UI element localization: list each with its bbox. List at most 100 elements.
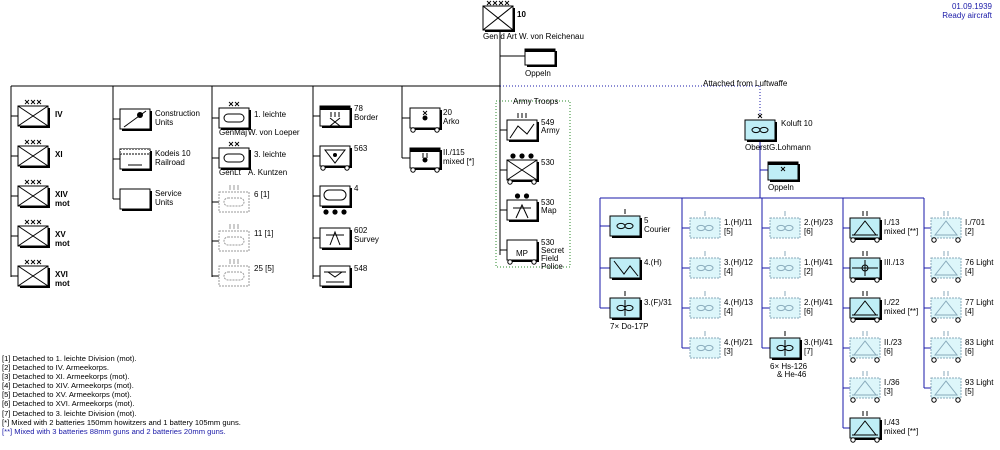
footnote: [3] Detached to XI. Armeekorps (mot). (2, 372, 130, 382)
air-unit-label: 4.(H)/13 (724, 298, 753, 307)
corps-mot: mot (55, 199, 70, 208)
army-troop-label: 549 (541, 118, 555, 127)
wheel (434, 167, 440, 173)
flak-label: I./13 (884, 218, 900, 227)
propeller-icon (784, 304, 794, 312)
air-unit-label: [6] (804, 227, 813, 236)
echelon-mark (341, 209, 347, 215)
air-unit-label: 4.(H) (644, 258, 662, 267)
echelon-mark (514, 193, 521, 199)
army-troops-title: Army Troops (513, 97, 558, 106)
division-label: 3. leichte (254, 150, 287, 159)
air-unit-label: [3] (724, 347, 733, 356)
wheel (955, 357, 961, 363)
echelon-mark (24, 99, 30, 105)
railroad-bar (119, 148, 151, 155)
footnote: [1] Detached to 1. leichte Division (mot… (2, 354, 137, 363)
army-troop-label: Secret (541, 246, 565, 255)
footnote: [2] Detached to IV. Armeekorps. (2, 363, 109, 373)
unit-symbol (218, 147, 250, 169)
signal-icon (509, 123, 535, 139)
artillery-label: mixed [*] (443, 157, 474, 166)
artillery-label: 20 (443, 108, 452, 117)
air-unit-label: 2.(H)/23 (804, 218, 833, 227)
corps-number: XI (55, 150, 63, 159)
flak-label: [6] (965, 347, 974, 356)
border-bar (320, 106, 350, 110)
echelon-mark (36, 99, 42, 105)
border-label: 602 (354, 226, 368, 235)
propeller-icon (624, 222, 634, 230)
hq-rank: Gen d Art (483, 32, 518, 41)
wheel (850, 437, 856, 443)
air-unit-label: 2.(H)/41 (804, 298, 833, 307)
army-troops-frame (495, 100, 571, 268)
armor-icon (223, 271, 245, 281)
detached-label: 6 [1] (254, 190, 270, 199)
kofluft-location: Oppeln (768, 183, 794, 192)
wheel (955, 397, 961, 403)
wheel (955, 277, 961, 283)
echelon-mark (30, 99, 36, 105)
flak-symbol (930, 377, 962, 399)
detached-label: 11 [1] (254, 229, 273, 238)
echelon-mark (24, 219, 30, 225)
border-label: 548 (354, 264, 368, 273)
flak-icon (852, 220, 878, 236)
infantry-cross (17, 225, 49, 247)
echelon-mark (234, 101, 240, 107)
division-commander: A. Kuntzen (248, 168, 287, 177)
wheel (874, 237, 880, 243)
division-rank: GenLt (219, 168, 242, 177)
date-text: 01.09.1939 (951, 2, 992, 11)
unit-symbol (218, 107, 250, 129)
flak-label: mixed [**] (884, 307, 918, 316)
wheel (931, 317, 937, 323)
echelon-mark (523, 193, 530, 199)
army-troop-label: Police (541, 262, 563, 271)
detached-symbol (218, 191, 250, 213)
air-unit-note: 6× Hs-126 (770, 362, 808, 371)
propeller-icon (784, 264, 794, 272)
unit-symbol (506, 199, 538, 221)
wheel (955, 317, 961, 323)
subtitle-text: Ready aircraft (942, 11, 992, 20)
border-label: 4 (354, 184, 359, 193)
echelon-mark (36, 139, 42, 145)
army-troop-label: Army (541, 126, 560, 135)
unit-symbol (319, 185, 351, 207)
flak-label: [4] (965, 267, 974, 276)
wheel (507, 179, 513, 185)
corps-number: XIV (55, 190, 69, 199)
hq-commander: W. von Reichenau (519, 32, 584, 41)
wheel (850, 357, 856, 363)
service-label: Kodeis 10 (155, 149, 191, 158)
flak-icon (933, 380, 959, 396)
echelon-mark (780, 166, 786, 172)
echelon-mark (504, 0, 510, 6)
artillery-icon (422, 157, 428, 163)
flak-icon (852, 300, 878, 316)
mp-label: MP (516, 249, 528, 258)
division-label: 1. leichte (254, 110, 287, 119)
army-troop-label: Map (541, 206, 557, 215)
wheel (507, 259, 513, 265)
footnote: [**] Mixed with 3 batteries 88mm guns an… (2, 426, 226, 436)
service-label: Units (155, 198, 173, 207)
echelon-mark (234, 141, 240, 147)
service-label: Construction (155, 109, 200, 118)
echelon-mark (30, 259, 36, 265)
wheel (850, 317, 856, 323)
echelon-mark (228, 141, 234, 147)
border-label: 78 (354, 104, 363, 113)
infantry-cross (17, 105, 49, 127)
corps-mot: mot (55, 239, 70, 248)
echelon-mark (498, 0, 504, 6)
echelon-mark (519, 153, 525, 159)
flak-label: [5] (965, 387, 974, 396)
echelon-mark (24, 179, 30, 185)
footnote: [5] Detached to XV. Armeekorps (mot). (2, 390, 132, 400)
hq-bar (768, 162, 798, 165)
propeller-icon (704, 304, 714, 312)
